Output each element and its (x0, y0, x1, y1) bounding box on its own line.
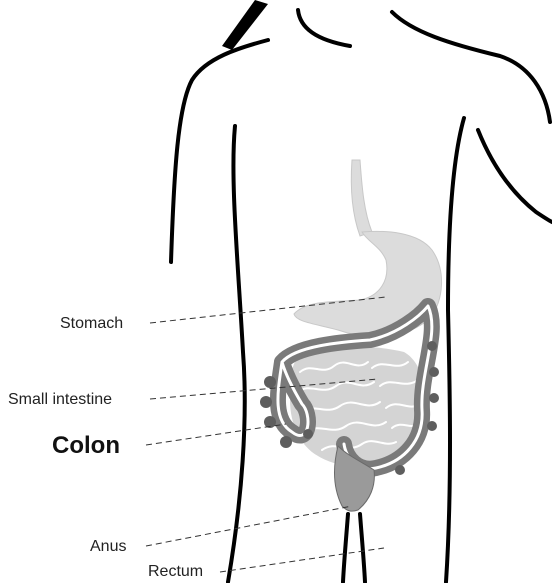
label-anus: Anus (90, 539, 126, 555)
leader-line-rectum (220, 548, 384, 572)
right-leg-inner-line (360, 514, 365, 582)
right-arm-line (478, 130, 552, 222)
right-torso-line (446, 118, 464, 582)
leader-line-anus (146, 506, 352, 546)
neck-right-line (392, 12, 550, 122)
left-leg-inner-line (343, 514, 348, 582)
label-small-intestine: Small intestine (8, 392, 112, 408)
left-shoulder-line (171, 40, 268, 262)
esophagus (351, 160, 372, 236)
neck-left-line (298, 10, 350, 46)
label-rectum: Rectum (148, 564, 203, 580)
leader-line-colon (146, 424, 286, 445)
label-stomach: Stomach (60, 316, 123, 332)
label-colon: Colon (52, 434, 120, 458)
left-torso-line (228, 126, 245, 582)
